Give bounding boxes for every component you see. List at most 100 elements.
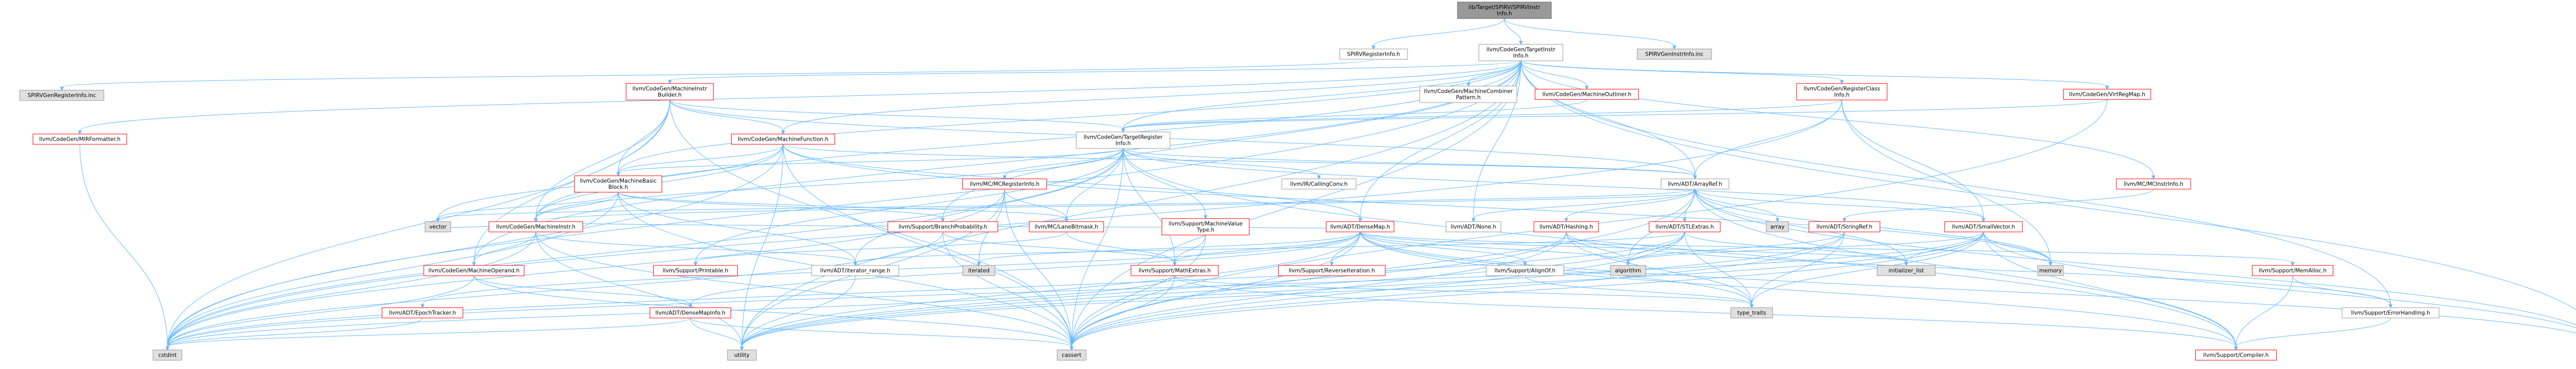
edge-tri-to-smallvec <box>1123 148 1986 223</box>
node-dminfo[interactable]: llvm/ADT/DenseMapInfo.h <box>650 307 731 318</box>
node-none[interactable]: llvm/ADT/None.h <box>1446 221 1501 232</box>
edge-line <box>1751 231 1845 305</box>
edge-stlextras-to-iterrange <box>853 231 1685 266</box>
node-iterated[interactable]: iterated <box>962 265 995 276</box>
edge-line <box>1751 231 1984 305</box>
edge-smallvec-to-cstddef <box>1983 231 2576 328</box>
node-iterrange[interactable]: llvm/ADT/iterator_range.h <box>811 265 900 276</box>
node-box <box>152 349 182 361</box>
node-box <box>1796 83 1888 100</box>
node-vector[interactable]: vector <box>425 221 451 232</box>
node-smallvec[interactable]: llvm/ADT/SmallVector.h <box>1944 221 2023 232</box>
node-label: llvm/ADT/Hashing.h <box>1539 224 1593 230</box>
edge-line <box>1174 234 1206 263</box>
node-alignof[interactable]: llvm/Support/AlignOf.h <box>1486 265 1564 276</box>
edge-arrayref-to-vector <box>436 189 1696 223</box>
edge-dminfo-to-utility <box>690 317 744 351</box>
edge-line <box>1071 231 1685 347</box>
node-stringref[interactable]: llvm/ADT/StringRef.h <box>1808 221 1880 232</box>
edge-line <box>783 60 1521 131</box>
edge-line <box>1628 231 1845 263</box>
node-regInfo[interactable]: SPIRVRegisterInfo.h <box>1339 48 1408 60</box>
node-memalloc[interactable]: llvm/Support/MemAlloc.h <box>2252 265 2333 276</box>
edge-tii-to-mfunc <box>781 60 1521 135</box>
node-mfunc[interactable]: llvm/CodeGen/MachineFunction.h <box>731 133 835 145</box>
edge-smallvec-to-compiler <box>1983 231 2238 351</box>
edge-tri-to-mathext <box>1123 148 1177 266</box>
node-reverse[interactable]: llvm/Support/ReverseIteration.h <box>1278 265 1386 276</box>
edge-mi-to-iterrange <box>535 231 857 266</box>
node-label: llvm/ADT/ArrayRef.h <box>1668 181 1722 188</box>
node-mo[interactable]: llvm/CodeGen/MachineOperand.h <box>423 265 524 276</box>
edge-line <box>1071 231 1984 347</box>
node-mcinstr[interactable]: llvm/MC/MCInstrInfo.h <box>2116 178 2191 190</box>
node-mirFmt[interactable]: llvm/CodeGen/MIRFormatter.h <box>32 133 127 145</box>
node-lanebm[interactable]: llvm/MC/LaneBitmask.h <box>1029 221 1104 232</box>
edge-line <box>1694 189 2236 347</box>
node-stlextras[interactable]: llvm/ADT/STLExtras.h <box>1649 221 1721 232</box>
node-hashing[interactable]: llvm/ADT/Hashing.h <box>1533 221 1599 232</box>
node-label: type_traits <box>1737 310 1766 316</box>
edge-arrowhead <box>1317 175 1321 180</box>
edge-line <box>741 231 1361 347</box>
node-box <box>1281 178 1357 190</box>
node-box <box>1730 307 1773 318</box>
edge-arrowhead <box>1750 304 1754 309</box>
edge-arrowhead <box>1564 218 1568 223</box>
edge-arrayref-to-none <box>1471 189 1696 223</box>
edge-line <box>1841 99 1984 219</box>
node-cassert[interactable]: cassert <box>1057 349 1087 361</box>
edge-line <box>1520 60 1696 176</box>
node-label: lib/Target/SPIRV/SPIRVInstr <box>1468 5 1540 11</box>
edge-line <box>167 231 943 347</box>
node-vrm[interactable]: llvm/CodeGen/VirtRegMap.h <box>2063 89 2151 100</box>
node-densemap[interactable]: llvm/ADT/DenseMap.h <box>1326 221 1395 232</box>
edge-line <box>1123 99 2108 129</box>
node-callconv[interactable]: llvm/IR/CallingConv.h <box>1281 178 1357 190</box>
node-cstdint[interactable]: cstdint <box>152 349 182 361</box>
edge-root-to-genInstr <box>1504 18 1676 50</box>
node-epoch[interactable]: llvm/ADT/EpochTracker.h <box>382 307 463 318</box>
node-label: llvm/CodeGen/MachineOutliner.h <box>1543 92 1632 98</box>
node-typetraits[interactable]: type_traits <box>1730 307 1773 318</box>
node-bp[interactable]: llvm/Support/BranchProbability.h <box>887 221 998 232</box>
edge-smallvec-to-typetraits <box>1750 231 1984 309</box>
edge-arrowhead <box>1585 86 1589 90</box>
node-mathext[interactable]: llvm/Support/MathExtras.h <box>1130 265 1219 276</box>
node-memory[interactable]: memory <box>2037 265 2064 276</box>
node-label: llvm/ADT/None.h <box>1451 224 1496 230</box>
node-genReg[interactable]: SPIRVGenRegisterInfo.inc <box>19 90 105 101</box>
node-initlist[interactable]: initializer_list <box>1877 265 1936 276</box>
node-outliner[interactable]: llvm/CodeGen/MachineOutliner.h <box>1535 89 1639 100</box>
node-label: Info.h <box>1513 53 1529 59</box>
node-array[interactable]: array <box>1766 221 1789 232</box>
node-mcreg[interactable]: llvm/MC/MCRegisterInfo.h <box>962 178 1047 190</box>
edge-line <box>1174 275 1752 305</box>
node-compiler[interactable]: llvm/Support/Compiler.h <box>2195 349 2277 361</box>
edge-line <box>741 60 1521 347</box>
node-genInstr[interactable]: SPIRVGenInstrInfo.inc <box>1637 48 1712 60</box>
edge-line <box>1174 275 2236 347</box>
edge-arrowhead <box>78 130 82 135</box>
edge-arrowhead <box>1330 262 1334 266</box>
node-arrayref[interactable]: llvm/ADT/ArrayRef.h <box>1660 178 1730 190</box>
edge-densemap-to-cstddef <box>1360 231 2576 333</box>
edge-arrowhead <box>472 262 476 266</box>
node-printable[interactable]: llvm/Support/Printable.h <box>653 265 738 276</box>
edge-arrowhead <box>2105 86 2109 90</box>
edge-line <box>741 231 1685 347</box>
node-errh[interactable]: llvm/Support/ErrorHandling.h <box>2342 307 2439 318</box>
node-algorithm[interactable]: algorithm <box>1610 265 1646 276</box>
edge-line <box>535 192 1696 222</box>
node-utility[interactable]: utility <box>727 349 757 361</box>
node-mi[interactable]: llvm/CodeGen/MachineInstr.h <box>488 221 583 232</box>
